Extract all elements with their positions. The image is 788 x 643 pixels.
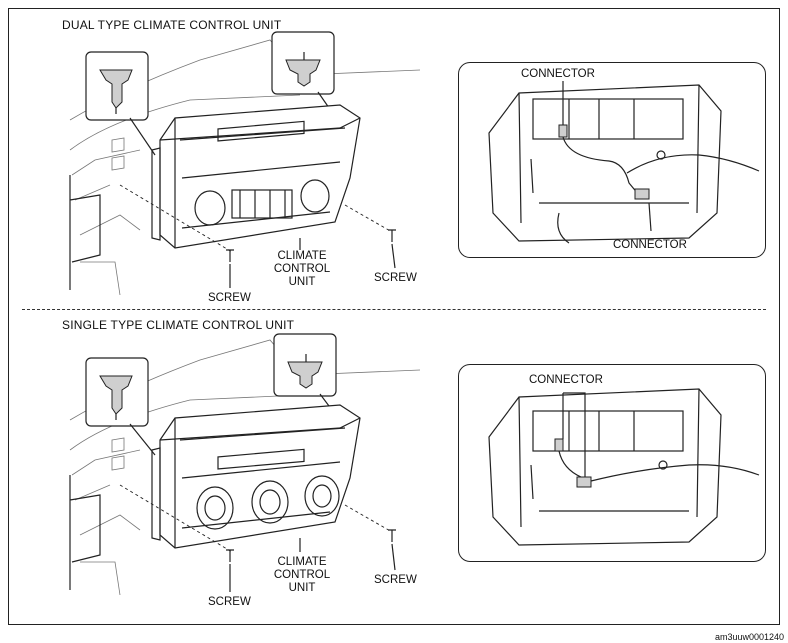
single-screw-left-label: SCREW bbox=[208, 596, 251, 608]
dual-screw-left-icon bbox=[226, 249, 234, 262]
single-inset-drawing bbox=[488, 388, 760, 546]
dual-unit-label-line3: UNIT bbox=[288, 276, 316, 288]
single-unit-label-line2: CONTROL bbox=[273, 569, 331, 581]
figure-code: am3uuw0001240 bbox=[714, 632, 784, 642]
single-connector-inset: CONNECTOR bbox=[458, 364, 766, 562]
dual-unit-label-line2: CONTROL bbox=[273, 263, 331, 275]
single-unit-label-line3: UNIT bbox=[288, 582, 316, 594]
single-unit-label-line1: CLIMATE bbox=[277, 556, 327, 568]
dual-connector-bottom-icon bbox=[634, 188, 650, 200]
single-screw-right-icon bbox=[388, 529, 396, 542]
clip-callout-left bbox=[85, 51, 156, 156]
single-clip-callout-right bbox=[273, 333, 339, 419]
dual-screw-right-label: SCREW bbox=[374, 272, 417, 284]
dual-connector-inset: CONNECTOR CONNECTOR bbox=[458, 62, 766, 258]
dual-inset-drawing bbox=[488, 81, 760, 244]
dual-screw-right-icon bbox=[388, 229, 396, 242]
single-screw-left-icon bbox=[226, 549, 234, 562]
dual-section-title: DUAL TYPE CLIMATE CONTROL UNIT bbox=[62, 18, 282, 32]
single-inset-connector-top: CONNECTOR bbox=[529, 374, 603, 386]
single-screw-right-label: SCREW bbox=[374, 574, 417, 586]
single-clip-callout-left bbox=[85, 357, 156, 456]
section-divider bbox=[22, 309, 766, 310]
single-connector-top-icon bbox=[554, 438, 564, 452]
single-unit-label: CLIMATE CONTROL UNIT bbox=[272, 556, 332, 595]
clip-callout-right bbox=[271, 31, 337, 119]
dual-inset-connector-top: CONNECTOR bbox=[521, 68, 595, 80]
single-connector-bottom-icon bbox=[576, 476, 592, 488]
single-section-title: SINGLE TYPE CLIMATE CONTROL UNIT bbox=[62, 318, 295, 332]
dual-unit-label-line1: CLIMATE bbox=[277, 250, 327, 262]
dual-unit-label: CLIMATE CONTROL UNIT bbox=[272, 250, 332, 289]
dual-screw-left-label: SCREW bbox=[208, 292, 251, 304]
figure-frame bbox=[8, 8, 780, 625]
dual-inset-connector-bottom: CONNECTOR bbox=[613, 239, 687, 251]
